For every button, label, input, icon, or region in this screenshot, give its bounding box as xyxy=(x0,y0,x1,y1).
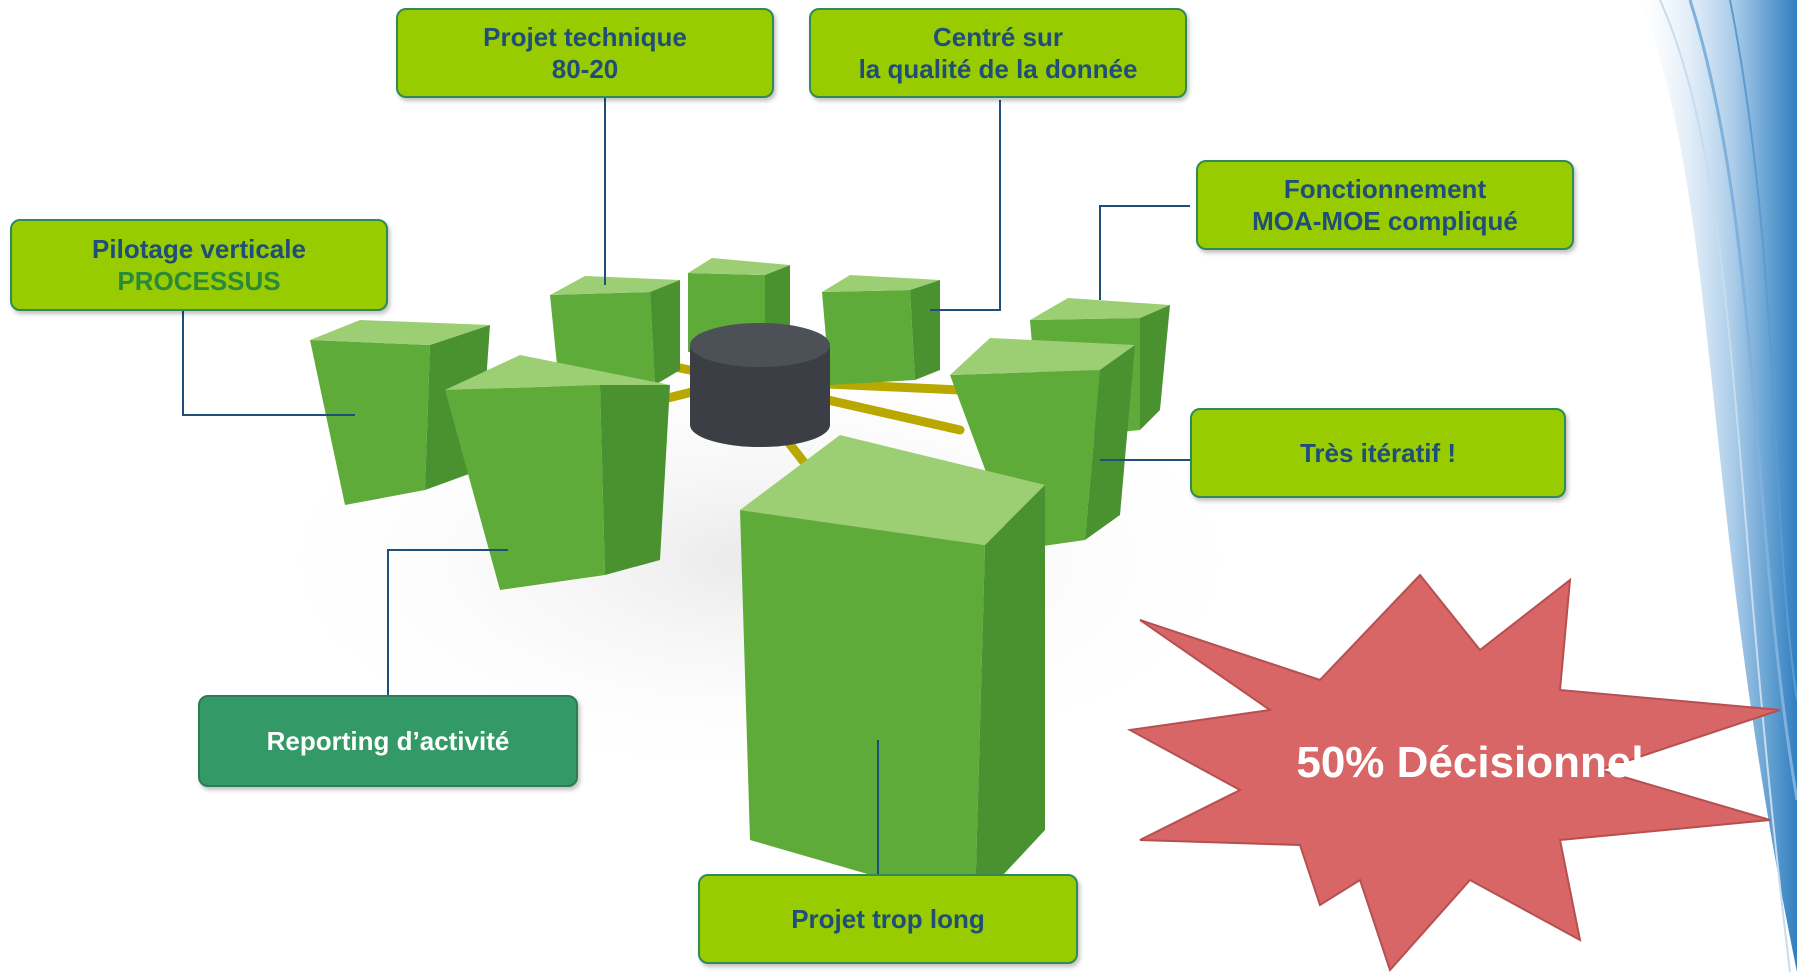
cube-front-left xyxy=(445,355,670,590)
label-fonctionnement: Fonctionnement MOA-MOE compliqué xyxy=(1196,160,1574,250)
label-pilotage: Pilotage verticale PROCESSUS xyxy=(10,219,388,311)
projet-technique-line1: Projet technique xyxy=(483,22,687,52)
fonctionnement-line1: Fonctionnement xyxy=(1283,174,1487,204)
label-projet-technique: Projet technique 80-20 xyxy=(396,8,774,98)
cube-right xyxy=(950,338,1135,550)
decisionnel-starburst xyxy=(1126,573,1781,972)
cube-back-right xyxy=(822,275,940,385)
iteratif-text: Très itératif ! xyxy=(1299,438,1457,468)
label-centre-qualite: Centré sur la qualité de la donnée xyxy=(809,8,1187,98)
decisionnel-text: 50% Décisionnel xyxy=(1296,738,1644,787)
cube-front-center xyxy=(740,435,1045,905)
central-hub xyxy=(690,323,830,447)
label-reporting: Reporting d’activité xyxy=(198,695,578,787)
connectors xyxy=(182,90,1190,874)
label-iteratif: Très itératif ! xyxy=(1190,408,1566,498)
centre-qualite-line1: Centré sur xyxy=(932,22,1064,52)
fonctionnement-line2: MOA-MOE compliqué xyxy=(1252,206,1518,236)
pilotage-line1: Pilotage verticale xyxy=(92,234,306,264)
pilotage-line2: PROCESSUS xyxy=(117,266,281,296)
reporting-text: Reporting d’activité xyxy=(266,726,510,756)
background-swoosh xyxy=(1640,0,1797,972)
projet-technique-line2: 80-20 xyxy=(551,54,619,84)
label-projet-trop-long: Projet trop long xyxy=(698,874,1078,964)
trop-long-text: Projet trop long xyxy=(791,904,985,934)
centre-qualite-line2: la qualité de la donnée xyxy=(858,54,1138,84)
